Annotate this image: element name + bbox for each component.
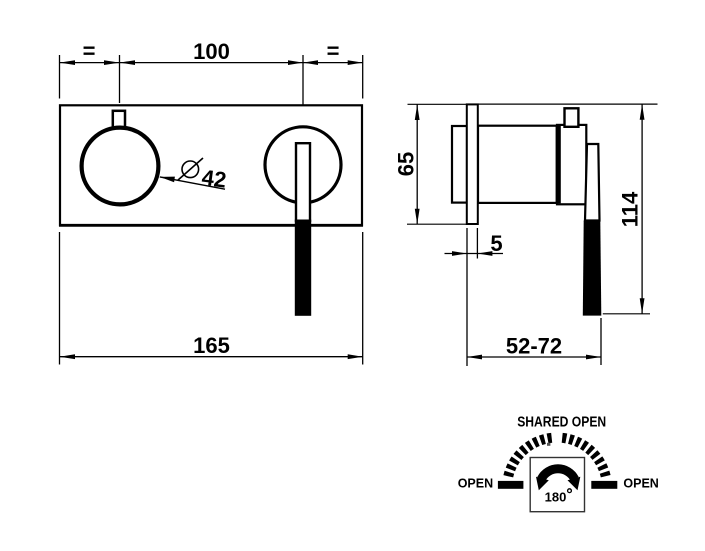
svg-text:=: = (327, 39, 340, 64)
svg-text:=: = (83, 39, 96, 64)
svg-text:5: 5 (490, 231, 502, 256)
svg-text:SHARED OPEN: SHARED OPEN (517, 414, 606, 430)
svg-text:65: 65 (394, 152, 419, 176)
svg-text:114: 114 (617, 191, 642, 227)
svg-text:OPEN: OPEN (623, 477, 658, 491)
svg-text:42: 42 (200, 165, 228, 193)
svg-text:165: 165 (193, 333, 230, 358)
svg-text:OPEN: OPEN (458, 477, 493, 491)
svg-text:52-72: 52-72 (506, 334, 562, 359)
svg-text:180: 180 (545, 489, 567, 504)
svg-text:100: 100 (193, 39, 230, 64)
